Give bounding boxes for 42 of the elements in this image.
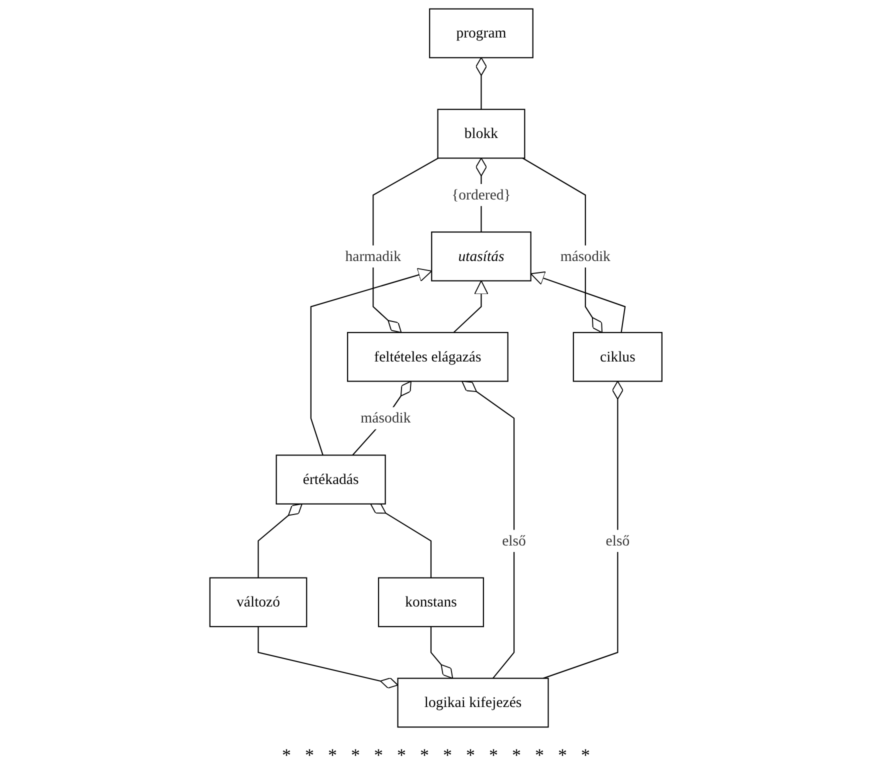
multiplicity-label: * bbox=[397, 744, 406, 766]
connector bbox=[370, 502, 432, 578]
edge-label: második bbox=[560, 248, 611, 264]
multiplicity-label: * bbox=[305, 744, 314, 766]
node-box: logikai kifejezés bbox=[397, 677, 549, 728]
edge-label: harmadik bbox=[345, 248, 402, 264]
multiplicity-label: * bbox=[282, 744, 291, 766]
node-box: program bbox=[429, 8, 534, 58]
connector bbox=[352, 380, 412, 456]
multiplicity-label: * bbox=[581, 744, 590, 766]
node-box: ciklus bbox=[572, 331, 663, 382]
connector bbox=[430, 626, 454, 678]
arrow bbox=[310, 267, 432, 455]
multiplicity-label: * bbox=[535, 744, 544, 766]
multiplicity-label: * bbox=[328, 744, 337, 766]
multiplicity-label: * bbox=[351, 744, 360, 766]
arrow bbox=[453, 280, 488, 332]
multiplicity-label: * bbox=[443, 744, 452, 766]
node-box: feltételes elágazás bbox=[347, 331, 508, 382]
arrow bbox=[530, 270, 626, 332]
connector bbox=[522, 157, 603, 332]
node-box: változó bbox=[209, 576, 308, 627]
multiplicity-label: * bbox=[374, 744, 383, 766]
multiplicity-label: * bbox=[558, 744, 567, 766]
multiplicity-label: * bbox=[489, 744, 498, 766]
connector bbox=[372, 157, 439, 332]
node-box: blokk bbox=[437, 108, 526, 158]
edge-label: {ordered} bbox=[452, 186, 511, 203]
node-box: konstans bbox=[378, 576, 484, 627]
connector bbox=[462, 380, 515, 678]
edge-label: első bbox=[502, 532, 526, 549]
multiplicity-label: * bbox=[512, 744, 521, 766]
node-box: értékadás bbox=[276, 454, 386, 504]
multiplicity-label: * bbox=[420, 744, 429, 766]
connector bbox=[543, 380, 624, 678]
edge-label: második bbox=[360, 410, 411, 426]
connector bbox=[476, 56, 487, 109]
node-box: utasítás bbox=[431, 230, 532, 281]
connector bbox=[258, 626, 398, 688]
multiplicity-label: * bbox=[466, 744, 475, 766]
edge-label: első bbox=[606, 532, 630, 549]
connector bbox=[258, 502, 303, 578]
